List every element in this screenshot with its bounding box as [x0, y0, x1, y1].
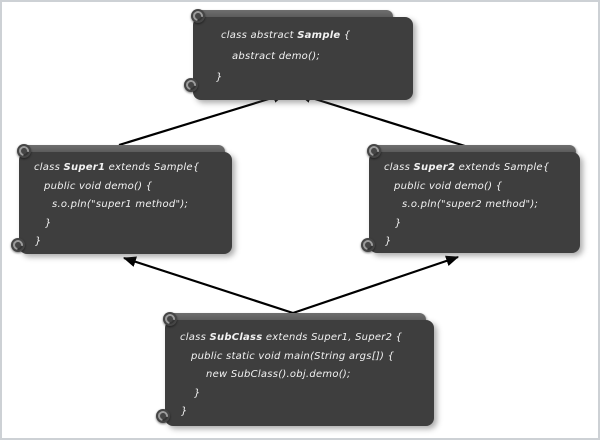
code-text: }	[194, 387, 201, 399]
scroll-curl-icon	[191, 9, 205, 23]
class-box-super2: class Super2 extends Sample{ public void…	[361, 144, 580, 255]
code-text: extends Sample{	[455, 162, 550, 173]
code-text: class abstract	[221, 30, 298, 41]
code-text: s.o.pln("super1 method");	[52, 199, 189, 210]
code-panel: class SubClass extends Super1, Super2 { …	[165, 320, 434, 426]
code-line: public void demo() {	[394, 178, 580, 197]
scroll-curl-icon	[156, 409, 170, 423]
scroll-curl-icon	[163, 312, 177, 326]
code-text: new SubClass().obj.demo();	[206, 369, 351, 380]
code-line: }	[194, 385, 434, 404]
scroll-curl-icon	[184, 78, 198, 92]
code-line: class SubClass extends Super1, Super2 {	[180, 329, 434, 348]
code-text: }	[395, 217, 402, 229]
code-line: public static void main(String args[]) {	[191, 348, 434, 367]
code-line: class Super1 extends Sample{	[34, 159, 232, 178]
scroll-curl-icon	[11, 238, 25, 252]
arrow-subclass-to-super1	[122, 256, 294, 315]
class-box-sample: class abstract Sample { abstract demo();…	[184, 9, 413, 100]
code-text: extends Sample{	[105, 162, 200, 173]
class-box-super1: class Super1 extends Sample{ public void…	[11, 144, 232, 255]
code-line: abstract demo();	[232, 46, 413, 67]
code-text: s.o.pln("super2 method");	[402, 199, 539, 210]
code-panel: class Super2 extends Sample{ public void…	[369, 152, 580, 253]
code-line: public void demo() {	[44, 178, 232, 197]
code-line: s.o.pln("super1 method");	[52, 196, 232, 215]
code-line: }	[35, 233, 232, 252]
code-line: s.o.pln("super2 method");	[402, 196, 580, 215]
code-text: class	[180, 332, 210, 343]
code-text: }	[35, 236, 42, 247]
class-name: Super2	[413, 162, 456, 173]
code-text: {	[340, 30, 351, 41]
code-line: }	[395, 215, 580, 234]
code-text: public void demo() {	[394, 180, 503, 192]
code-line: }	[45, 215, 232, 234]
code-panel: class Super1 extends Sample{ public void…	[19, 152, 232, 254]
arrow-subclass-to-super2	[292, 255, 460, 315]
code-line: class abstract Sample {	[221, 25, 413, 46]
code-line: }	[385, 233, 580, 252]
code-text: }	[216, 72, 223, 83]
class-name: Sample	[297, 30, 341, 41]
scroll-curl-icon	[361, 238, 375, 252]
arrow-super1-to-sample	[118, 92, 287, 147]
code-text: abstract demo();	[232, 51, 320, 62]
code-line: }	[216, 67, 413, 88]
scroll-curl-icon	[17, 144, 31, 158]
code-line: }	[181, 403, 434, 422]
code-line: class Super2 extends Sample{	[384, 159, 580, 178]
code-text: extends Super1, Super2 {	[262, 332, 403, 343]
code-line: new SubClass().obj.demo();	[206, 366, 434, 385]
code-text: class	[384, 162, 414, 173]
code-text: class	[34, 162, 64, 173]
class-name: Super1	[63, 162, 106, 173]
class-box-subclass: class SubClass extends Super1, Super2 { …	[156, 312, 434, 426]
class-name: SubClass	[209, 332, 263, 343]
arrow-super2-to-sample	[297, 92, 466, 148]
code-text: }	[181, 406, 188, 417]
code-text: }	[385, 236, 392, 247]
code-text: public static void main(String args[]) {	[191, 350, 395, 362]
code-text: public void demo() {	[44, 180, 153, 192]
scroll-curl-icon	[367, 144, 381, 158]
code-text: }	[45, 217, 52, 229]
code-panel: class abstract Sample { abstract demo();…	[193, 17, 413, 100]
